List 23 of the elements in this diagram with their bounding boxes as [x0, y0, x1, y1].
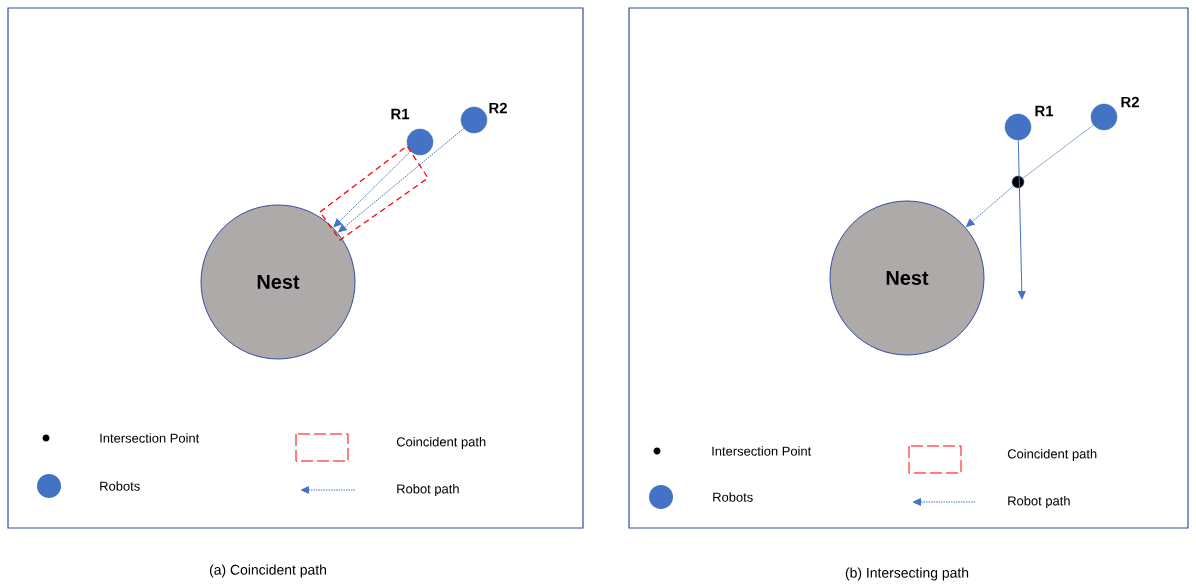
caption: (b) Intersecting path: [845, 567, 969, 581]
arrow: [333, 150, 412, 228]
legend-label: Robot path: [397, 483, 459, 497]
arrow: [1017, 139, 1026, 300]
robot-circle: [1090, 103, 1118, 131]
robot-circle: [460, 106, 488, 134]
legend-label: Robot path: [1008, 495, 1070, 509]
legend-label: Coincident path: [1007, 448, 1097, 462]
intersection-point: [1011, 175, 1025, 189]
legend-label: Intersection Point: [100, 433, 200, 443]
legend-label: Coincident path: [396, 436, 486, 450]
robot-circle: [1004, 113, 1032, 141]
caption: (a) Coincident path: [209, 564, 326, 578]
legend-label: Robots: [713, 492, 753, 502]
robot-label: R2: [1121, 96, 1139, 108]
robot-label: R1: [1035, 105, 1054, 117]
robot-label: R2: [489, 102, 507, 114]
legend-label: Robots: [100, 481, 140, 491]
robot-circle: [406, 128, 434, 156]
robot-label: R1: [391, 108, 410, 120]
arrow: [966, 185, 1014, 227]
legend-label: Intersection Point: [712, 446, 812, 456]
arrow: [338, 127, 465, 233]
